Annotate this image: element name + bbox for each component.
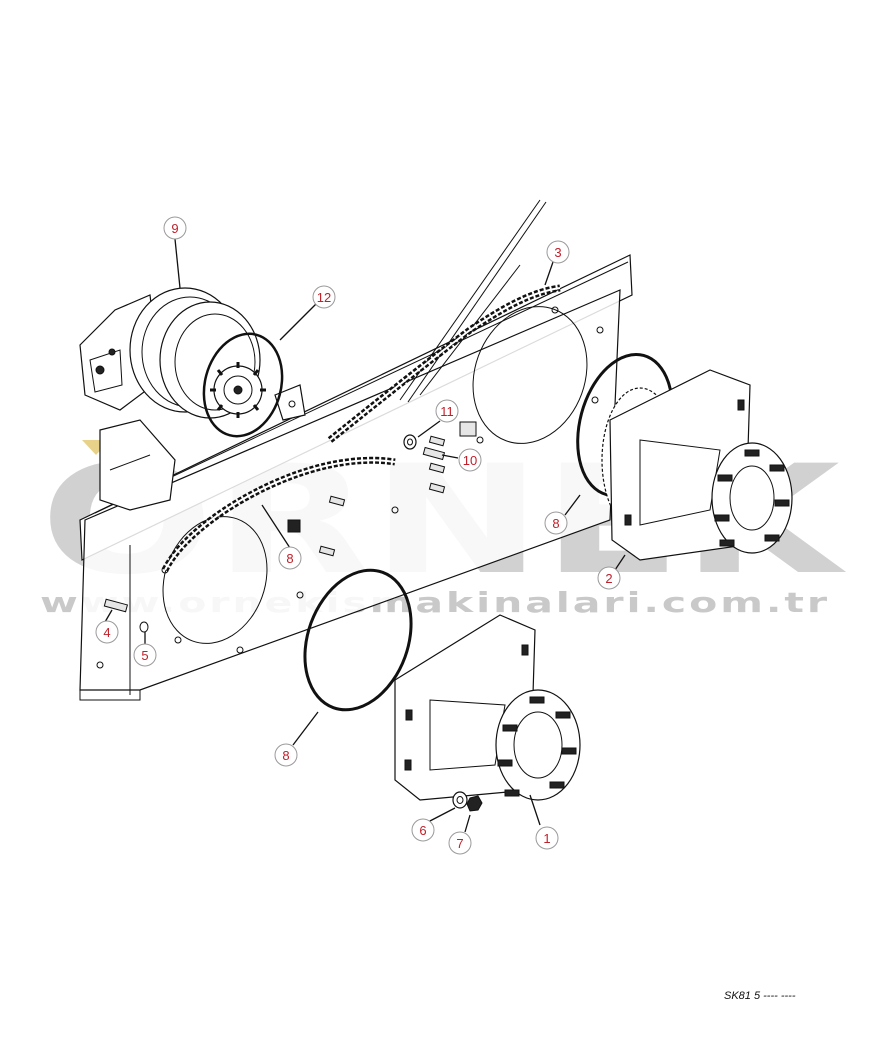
svg-text:8: 8 bbox=[286, 551, 293, 566]
hub-studs-upper bbox=[714, 449, 790, 547]
hydraulic-drive-motor bbox=[79, 287, 306, 421]
svg-text:5: 5 bbox=[141, 648, 148, 663]
callout-7: 7 bbox=[448, 831, 472, 855]
svg-text:6: 6 bbox=[419, 823, 426, 838]
callout-8c: 8 bbox=[274, 743, 298, 767]
chassis-frame bbox=[79, 199, 633, 701]
svg-text:10: 10 bbox=[463, 453, 477, 468]
motor-drive-sprocket bbox=[210, 362, 266, 418]
svg-text:3: 3 bbox=[554, 245, 561, 260]
callout-10: 10 bbox=[458, 448, 482, 472]
drawing-code: SK81 5 ---- ---- bbox=[724, 990, 796, 1002]
svg-text:9: 9 bbox=[171, 221, 178, 236]
drive-chain-upper bbox=[327, 284, 561, 443]
drive-chain-lower bbox=[161, 456, 396, 572]
callout-3: 3 bbox=[546, 240, 570, 264]
callout-6: 6 bbox=[411, 818, 435, 842]
fasteners bbox=[103, 434, 483, 812]
svg-text:7: 7 bbox=[456, 836, 463, 851]
nut-7 bbox=[466, 795, 483, 812]
callout-11: 11 bbox=[435, 399, 459, 423]
nut-11 bbox=[403, 434, 417, 450]
callout-9: 9 bbox=[163, 216, 187, 240]
axle-hub-upper bbox=[576, 352, 793, 561]
callout-4: 4 bbox=[95, 620, 119, 644]
axle-hub-lower bbox=[303, 568, 581, 801]
svg-text:8: 8 bbox=[282, 748, 289, 763]
bolt-10 bbox=[422, 446, 446, 461]
svg-text:12: 12 bbox=[317, 290, 331, 305]
hub-o-ring-lower bbox=[303, 568, 413, 712]
svg-text:8: 8 bbox=[552, 516, 559, 531]
hub-studs-lower bbox=[497, 696, 577, 797]
svg-text:2: 2 bbox=[605, 571, 612, 586]
bolt-4 bbox=[103, 598, 129, 613]
motor-o-ring bbox=[202, 332, 284, 438]
washer-5 bbox=[139, 621, 149, 633]
washer-6 bbox=[452, 791, 468, 809]
tension-block bbox=[459, 421, 477, 437]
callout-8a: 8 bbox=[278, 546, 302, 570]
svg-text:11: 11 bbox=[440, 404, 454, 419]
callout-8b: 8 bbox=[544, 511, 568, 535]
leader-lines bbox=[104, 238, 626, 833]
svg-text:1: 1 bbox=[543, 831, 550, 846]
callout-2: 2 bbox=[597, 566, 621, 590]
callout-5: 5 bbox=[133, 643, 157, 667]
frame-studs bbox=[318, 435, 446, 557]
svg-text:4: 4 bbox=[103, 625, 110, 640]
callout-12: 12 bbox=[312, 285, 336, 309]
callout-1: 1 bbox=[535, 826, 559, 850]
